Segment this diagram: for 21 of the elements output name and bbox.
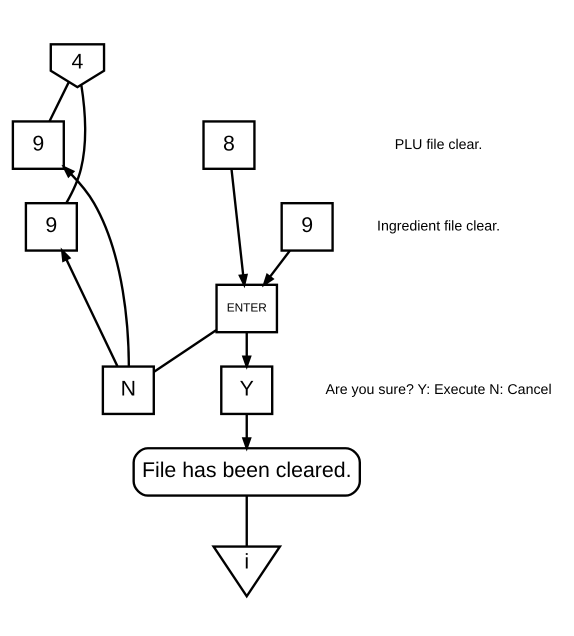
- node-box: ENTER: [215, 284, 278, 334]
- arrow: [61, 164, 130, 367]
- node-box: 8: [202, 120, 256, 170]
- arrow: [230, 168, 248, 288]
- connector: [246, 496, 248, 546]
- arrow: [60, 248, 119, 367]
- node-box: Y: [220, 365, 274, 416]
- label: PLU file clear.: [394, 136, 482, 153]
- arrow: [242, 414, 252, 452]
- node-box: 9: [280, 202, 334, 252]
- arrow: [262, 250, 291, 288]
- node-box: 9: [24, 202, 78, 252]
- connector: [48, 82, 70, 122]
- label: Are you sure? Y: Execute N: Cancel: [326, 382, 552, 398]
- node-box: N: [102, 365, 155, 416]
- label: Ingredient file clear.: [377, 218, 500, 234]
- node-box: File has been cleared.: [132, 447, 361, 497]
- arrow: [242, 332, 252, 370]
- node-box: 9: [12, 120, 65, 170]
- connector: [65, 84, 86, 204]
- connector: [153, 329, 217, 373]
